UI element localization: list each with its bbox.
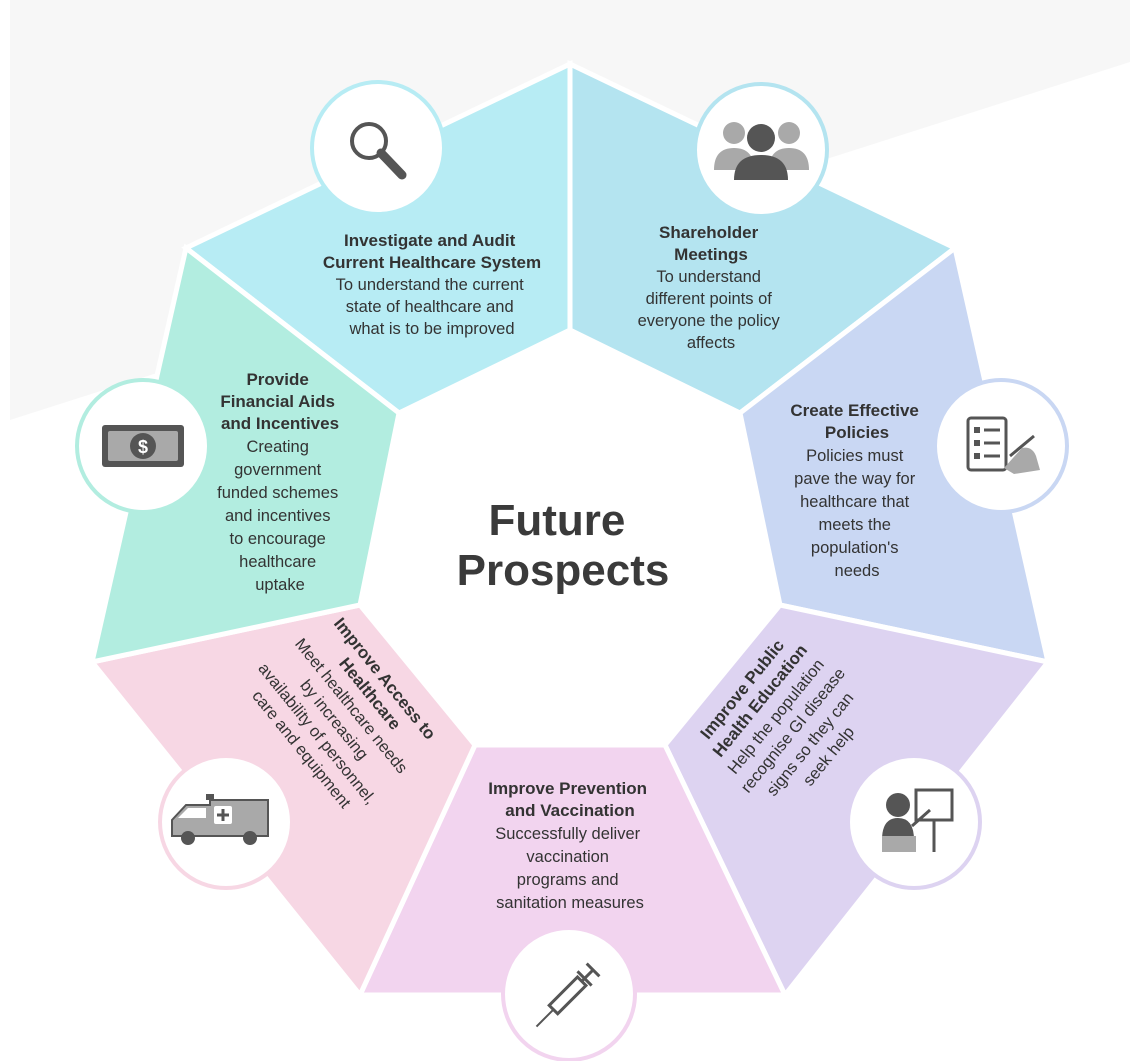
segment-financial-body: Creating government funded schemes and i… xyxy=(217,438,343,594)
segment-policies-title: Create Effective Policies xyxy=(790,401,923,442)
svg-text:$: $ xyxy=(138,437,148,457)
syringe-icon xyxy=(501,926,637,1061)
center-title: Future Prospects xyxy=(457,496,670,595)
segment-policies: Create Effective Policies Policies must … xyxy=(737,243,1069,666)
money-bill-icon: $ xyxy=(75,378,211,514)
people-group-icon xyxy=(693,82,829,218)
segment-prevention-title: Improve Prevention and Vaccination xyxy=(488,779,651,820)
presenter-board-icon xyxy=(846,754,982,890)
clipboard-checklist-icon xyxy=(933,378,1069,514)
segment-shareholder-body: To understand different points of everyo… xyxy=(638,268,785,352)
center-heptagon xyxy=(360,330,780,745)
segment-investigate: Investigate and Audit Current Healthcare… xyxy=(181,60,573,416)
segment-investigate-body: To understand the current state of healt… xyxy=(336,276,529,338)
segment-financial-title: Provide Financial Aids and Incentives xyxy=(220,370,339,433)
segment-policies-body: Policies must pave the way for healthcar… xyxy=(794,447,920,580)
segment-shareholder: Shareholder Meetings To understand diffe… xyxy=(567,60,960,416)
magnifying-glass-icon xyxy=(310,80,446,216)
segment-prevention: Improve Prevention and Vaccination Succe… xyxy=(356,742,789,1061)
segment-education: Improve Public Health Education Help the… xyxy=(662,602,1053,1000)
ambulance-icon xyxy=(158,754,294,890)
segment-access: Improve Access to Healthcare Meet health… xyxy=(87,602,478,1000)
segment-prevention-body: Successfully deliver vaccination program… xyxy=(495,825,644,912)
segment-investigate-title: Investigate and Audit Current Healthcare… xyxy=(323,231,541,272)
segment-shareholder-title: Shareholder Meetings xyxy=(659,223,763,264)
